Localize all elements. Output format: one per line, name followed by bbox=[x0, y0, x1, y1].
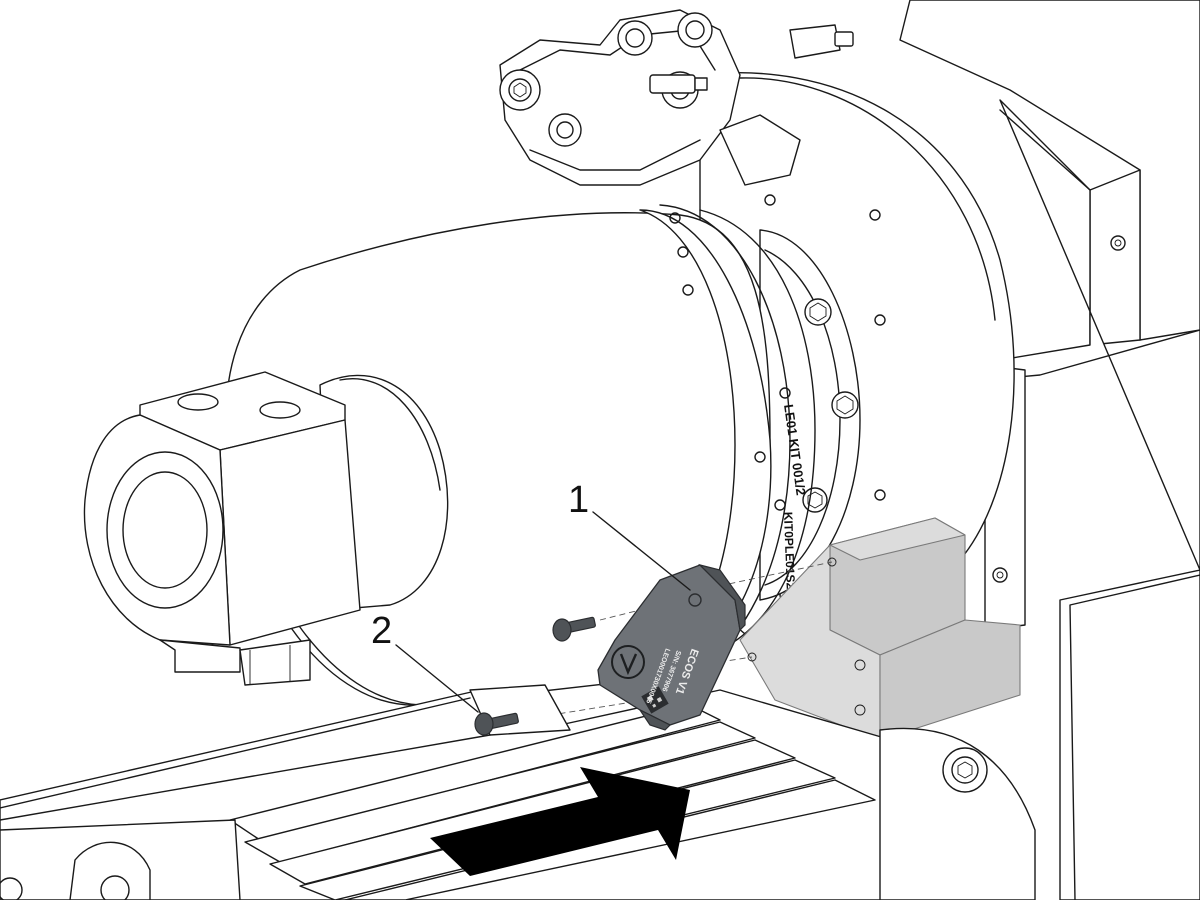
cap-screw bbox=[552, 616, 596, 642]
machine-housing bbox=[899, 0, 1200, 900]
leader-line bbox=[395, 644, 479, 713]
direction-arrow bbox=[430, 767, 690, 876]
callout-1: 1 bbox=[568, 479, 691, 591]
hub-bolt bbox=[831, 391, 859, 419]
callout-2: 2 bbox=[371, 610, 479, 713]
assembly-line bbox=[699, 656, 753, 666]
hub-bolt bbox=[804, 298, 832, 326]
sensor-module: ECOS V1 S/N: 3677906 LEO001730X0045 bbox=[597, 563, 746, 731]
brake-caliper bbox=[499, 9, 854, 186]
brand-logo-icon bbox=[611, 645, 645, 679]
leader-line bbox=[592, 511, 691, 591]
callout-number: 1 bbox=[568, 479, 589, 521]
front-hex-block bbox=[83, 371, 449, 686]
callout-number: 2 bbox=[371, 610, 392, 652]
mounting-bracket bbox=[739, 517, 1021, 741]
cap-screw bbox=[474, 712, 519, 736]
qr-code-icon bbox=[641, 686, 669, 714]
